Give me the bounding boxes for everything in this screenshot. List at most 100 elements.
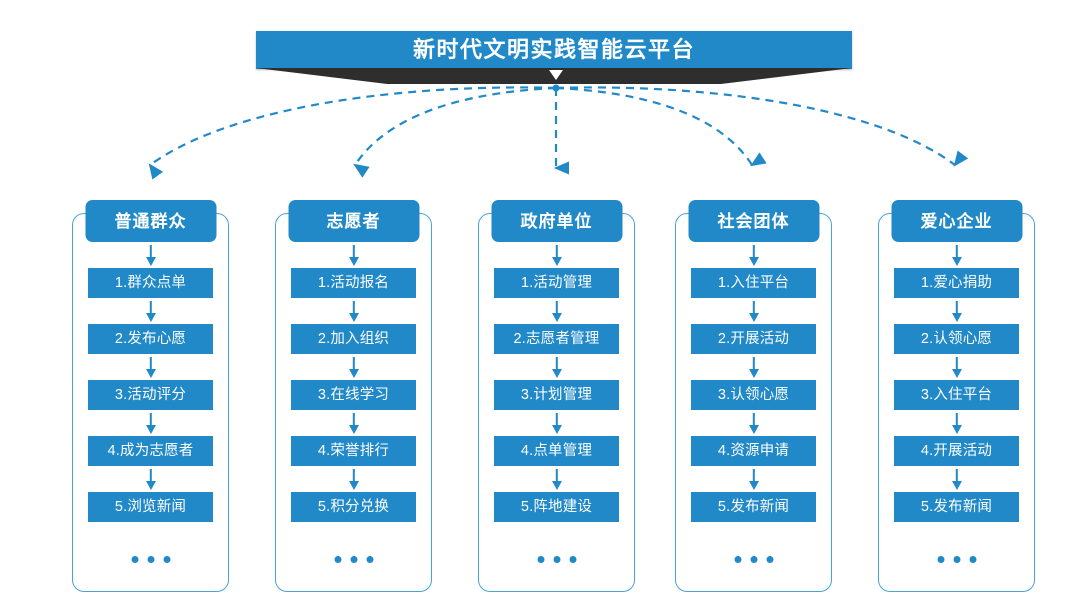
flow-item-label: 4.资源申请 bbox=[717, 442, 790, 459]
flow-item[interactable]: 4.点单管理 bbox=[494, 436, 619, 466]
flow-item-label: 3.在线学习 bbox=[317, 386, 390, 403]
flow-item-label: 4.开展活动 bbox=[920, 442, 993, 459]
flow-item-label: 3.活动评分 bbox=[114, 386, 187, 403]
column-header-5[interactable]: 爱心企业 bbox=[891, 200, 1022, 242]
platform-title-banner: 新时代文明实践智能云平台 bbox=[256, 31, 852, 69]
flow-item[interactable]: 2.志愿者管理 bbox=[494, 324, 619, 354]
ellipsis-dot bbox=[163, 556, 170, 563]
column-items-1: 1.群众点单 2.发布心愿 3.活动评分 4.成为志愿者 5.浏览新闻 bbox=[63, 242, 238, 592]
role-column-5: 爱心企业 1.爱心捐助 2.认领心愿 3.入住平台 4.开展活动 bbox=[869, 200, 1044, 592]
column-header-2[interactable]: 志愿者 bbox=[288, 200, 419, 242]
arrow-down-icon bbox=[63, 410, 238, 436]
flow-item[interactable]: 2.发布心愿 bbox=[88, 324, 213, 354]
role-column-4: 社会团体 1.入住平台 2.开展活动 3.认领心愿 4.资源申请 bbox=[666, 200, 841, 592]
flow-item[interactable]: 1.入住平台 bbox=[691, 268, 816, 298]
flow-item[interactable]: 5.浏览新闻 bbox=[88, 492, 213, 522]
arrow-down-icon bbox=[266, 242, 441, 268]
flow-item[interactable]: 3.入住平台 bbox=[894, 380, 1019, 410]
column-header-label: 爱心企业 bbox=[920, 211, 993, 231]
flow-item-label: 5.浏览新闻 bbox=[114, 498, 187, 515]
ellipsis-dot bbox=[350, 556, 357, 563]
flow-item-label: 4.成为志愿者 bbox=[107, 442, 194, 459]
flow-item-label: 4.荣誉排行 bbox=[317, 442, 390, 459]
column-items-4: 1.入住平台 2.开展活动 3.认领心愿 4.资源申请 5.发布新闻 bbox=[666, 242, 841, 592]
flow-item[interactable]: 2.认领心愿 bbox=[894, 324, 1019, 354]
arrow-down-icon bbox=[666, 410, 841, 436]
flow-item[interactable]: 3.在线学习 bbox=[291, 380, 416, 410]
arrow-down-icon bbox=[63, 298, 238, 324]
flow-item-label: 1.群众点单 bbox=[114, 274, 187, 291]
ellipsis-dot bbox=[969, 556, 976, 563]
arrow-down-icon bbox=[266, 466, 441, 492]
arrow-down-icon bbox=[266, 298, 441, 324]
more-items-ellipsis bbox=[131, 556, 170, 563]
flow-item[interactable]: 3.计划管理 bbox=[494, 380, 619, 410]
column-header-3[interactable]: 政府单位 bbox=[491, 200, 622, 242]
ellipsis-dot bbox=[147, 556, 154, 563]
flow-item[interactable]: 1.爱心捐助 bbox=[894, 268, 1019, 298]
more-items-ellipsis bbox=[537, 556, 576, 563]
role-column-1: 普通群众 1.群众点单 2.发布心愿 3.活动评分 4.成为志愿者 bbox=[63, 200, 238, 592]
arrow-down-icon bbox=[869, 298, 1044, 324]
flow-item[interactable]: 1.群众点单 bbox=[88, 268, 213, 298]
flow-item[interactable]: 1.活动报名 bbox=[291, 268, 416, 298]
column-items-5: 1.爱心捐助 2.认领心愿 3.入住平台 4.开展活动 5.发布新闻 bbox=[869, 242, 1044, 592]
arrow-down-icon bbox=[63, 242, 238, 268]
flow-item-label: 3.入住平台 bbox=[920, 386, 993, 403]
column-items-3: 1.活动管理 2.志愿者管理 3.计划管理 4.点单管理 5.阵地建设 bbox=[469, 242, 644, 592]
chevron-down-icon bbox=[549, 70, 563, 80]
flow-item-label: 3.计划管理 bbox=[520, 386, 593, 403]
ellipsis-dot bbox=[537, 556, 544, 563]
arrow-down-icon bbox=[666, 354, 841, 380]
flow-item-label: 2.加入组织 bbox=[317, 330, 390, 347]
page-title: 新时代文明实践智能云平台 bbox=[412, 37, 695, 62]
ellipsis-dot bbox=[553, 556, 560, 563]
arrow-down-icon bbox=[869, 410, 1044, 436]
flow-item[interactable]: 5.阵地建设 bbox=[494, 492, 619, 522]
flow-item[interactable]: 3.认领心愿 bbox=[691, 380, 816, 410]
arrow-down-icon bbox=[63, 466, 238, 492]
flow-item-label: 1.活动报名 bbox=[317, 274, 390, 291]
arrow-down-icon bbox=[469, 410, 644, 436]
flow-item[interactable]: 4.开展活动 bbox=[894, 436, 1019, 466]
arrow-down-icon bbox=[469, 354, 644, 380]
flow-item[interactable]: 4.资源申请 bbox=[691, 436, 816, 466]
flow-item[interactable]: 4.成为志愿者 bbox=[88, 436, 213, 466]
flow-item[interactable]: 5.发布新闻 bbox=[894, 492, 1019, 522]
flow-item-label: 2.志愿者管理 bbox=[513, 330, 600, 347]
arrow-down-icon bbox=[666, 298, 841, 324]
arrow-down-icon bbox=[266, 354, 441, 380]
flow-item-label: 5.阵地建设 bbox=[520, 498, 593, 515]
flow-item-label: 5.发布新闻 bbox=[717, 498, 790, 515]
ellipsis-dot bbox=[734, 556, 741, 563]
arrow-down-icon bbox=[869, 466, 1044, 492]
flow-item[interactable]: 3.活动评分 bbox=[88, 380, 213, 410]
column-header-4[interactable]: 社会团体 bbox=[688, 200, 819, 242]
flow-item[interactable]: 1.活动管理 bbox=[494, 268, 619, 298]
arrow-down-icon bbox=[469, 298, 644, 324]
flow-item-label: 1.爱心捐助 bbox=[920, 274, 993, 291]
arrow-down-icon bbox=[63, 354, 238, 380]
banner-background: 新时代文明实践智能云平台 bbox=[256, 31, 852, 69]
flow-item[interactable]: 2.加入组织 bbox=[291, 324, 416, 354]
arrow-down-icon bbox=[666, 242, 841, 268]
role-column-2: 志愿者 1.活动报名 2.加入组织 3.在线学习 4.荣誉排行 bbox=[266, 200, 441, 592]
ellipsis-dot bbox=[334, 556, 341, 563]
arrow-down-icon bbox=[869, 242, 1044, 268]
column-header-1[interactable]: 普通群众 bbox=[85, 200, 216, 242]
flow-item-label: 5.发布新闻 bbox=[920, 498, 993, 515]
flow-item[interactable]: 4.荣誉排行 bbox=[291, 436, 416, 466]
flow-item[interactable]: 2.开展活动 bbox=[691, 324, 816, 354]
ellipsis-dot bbox=[569, 556, 576, 563]
arrow-down-icon bbox=[469, 466, 644, 492]
arrow-down-icon bbox=[266, 410, 441, 436]
flow-item-label: 1.入住平台 bbox=[717, 274, 790, 291]
flow-item-label: 4.点单管理 bbox=[520, 442, 593, 459]
ellipsis-dot bbox=[131, 556, 138, 563]
more-items-ellipsis bbox=[334, 556, 373, 563]
flow-item-label: 2.认领心愿 bbox=[920, 330, 993, 347]
flow-item[interactable]: 5.发布新闻 bbox=[691, 492, 816, 522]
flow-item[interactable]: 5.积分兑换 bbox=[291, 492, 416, 522]
